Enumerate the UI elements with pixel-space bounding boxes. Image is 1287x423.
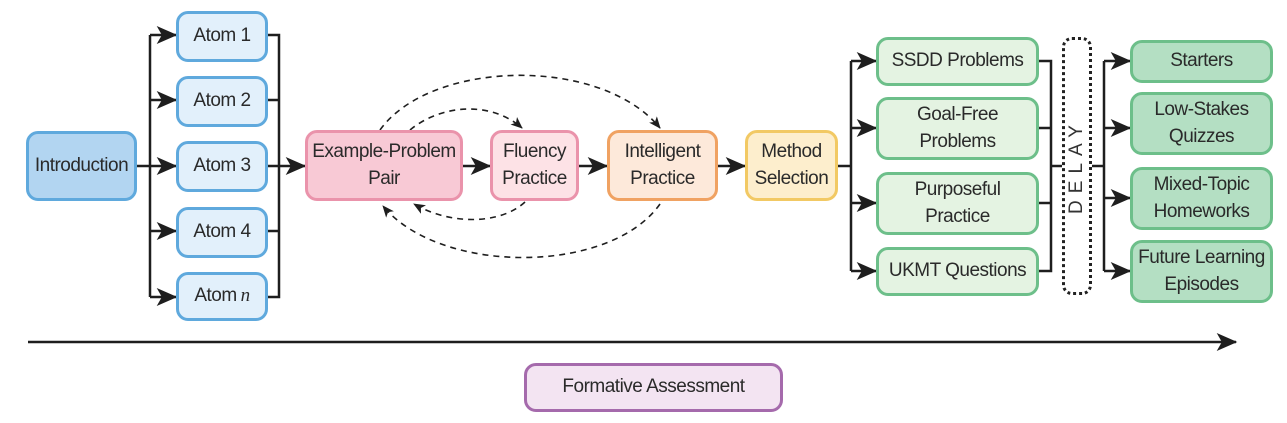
- revisit-node-future-learning: Future Learning Episodes: [1130, 240, 1273, 303]
- atom-node: Atom 4: [176, 207, 268, 258]
- intelligent-practice-node: Intelligent Practice: [607, 130, 718, 201]
- revisit-node-mixed-topic: Mixed-Topic Homeworks: [1130, 167, 1273, 230]
- atom-variable-n: n: [240, 285, 251, 307]
- connector-methods-merge: [1038, 59, 1053, 273]
- dashed-arrow-epp-to-intelligent: [379, 74, 661, 131]
- delay-box: DELAY: [1062, 37, 1092, 295]
- atom-node: Atom 1: [176, 11, 268, 62]
- revisit-node-low-stakes: Low-Stakes Quizzes: [1130, 92, 1273, 155]
- example-problem-pair-node: Example-Problem Pair: [305, 130, 463, 201]
- atom-node: Atom 3: [176, 141, 268, 192]
- delay-label: DELAY: [1066, 118, 1087, 214]
- fluency-practice-node: Fluency Practice: [490, 130, 579, 201]
- atom-node: Atom n: [176, 272, 268, 321]
- method-node-ssdd: SSDD Problems: [876, 37, 1039, 86]
- dashed-arrow-fluency-to-epp: [413, 201, 526, 221]
- revisit-node-starters: Starters: [1130, 40, 1273, 83]
- atom-node: Atom 2: [176, 76, 268, 127]
- formative-assessment-node: Formative Assessment: [524, 363, 783, 412]
- introduction-node: Introduction: [26, 131, 137, 201]
- dashed-arrow-intelligent-to-epp: [382, 203, 661, 259]
- dashed-arrow-epp-to-fluency: [409, 108, 523, 131]
- method-selection-node: Method Selection: [745, 130, 838, 201]
- method-node-purposeful: Purposeful Practice: [876, 172, 1039, 235]
- method-node-goal-free: Goal-Free Problems: [876, 97, 1039, 160]
- method-node-ukmt: UKMT Questions: [876, 247, 1039, 296]
